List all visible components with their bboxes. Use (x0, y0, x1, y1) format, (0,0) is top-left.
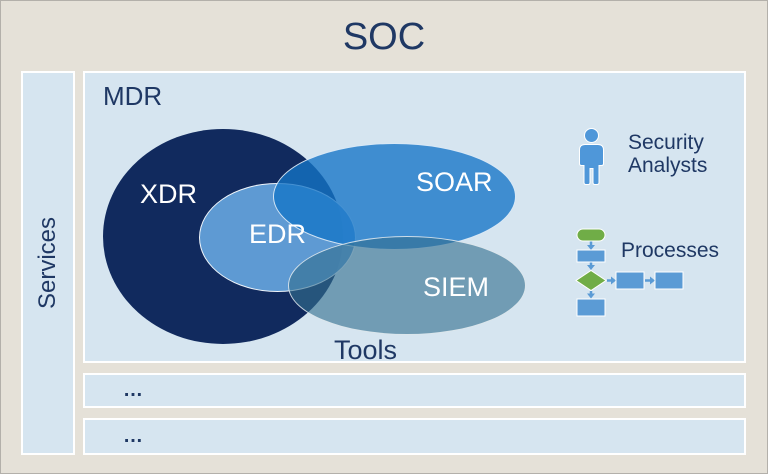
security-analyst-person-icon (579, 128, 604, 185)
placeholder-row-2: … (83, 418, 746, 455)
mdr-label: MDR (103, 81, 163, 111)
venn-edr-label: EDR (249, 219, 307, 249)
services-label: Services (34, 216, 61, 310)
processes-label: Processes (621, 239, 720, 262)
processes-flowchart-icon (575, 228, 684, 317)
venn-siem-ellipse (288, 236, 526, 335)
services-sidebar: Services (21, 71, 75, 455)
placeholder-row-1: … (83, 373, 746, 408)
venn-soar-label: SOAR (416, 167, 493, 197)
security-analysts-label: Security Analysts (628, 131, 708, 177)
page-title: SOC (342, 16, 426, 58)
tools-label: Tools (334, 335, 398, 365)
mdr-panel: MDR XDR EDR SOAR SIEM Tools Security Ana… (83, 71, 746, 365)
venn-siem-label: SIEM (423, 272, 490, 302)
ellipsis-label: … (123, 425, 143, 447)
venn-xdr-label: XDR (140, 179, 198, 209)
ellipsis-label: … (123, 379, 143, 401)
